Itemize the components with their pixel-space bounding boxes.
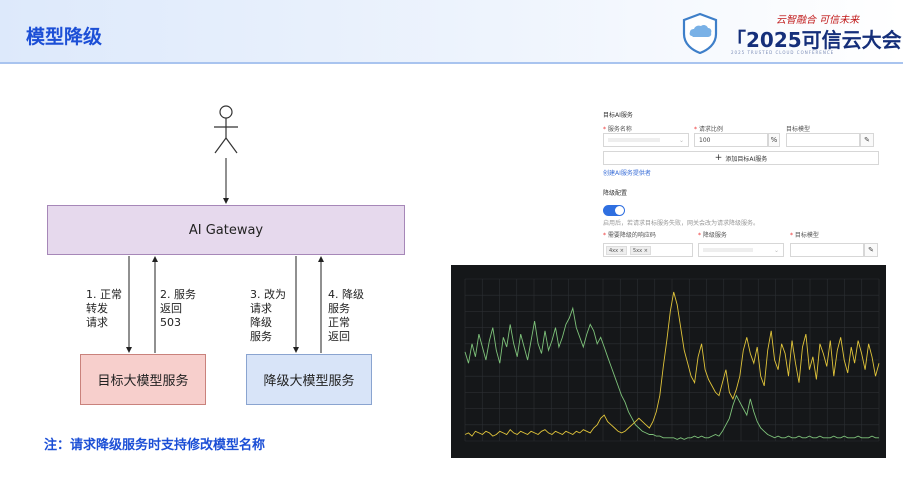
code-tag-4xx[interactable]: 4xx × <box>606 246 627 255</box>
ai-gateway-box: AI Gateway <box>47 205 405 255</box>
fallback-service-select[interactable]: ⌄ <box>698 243 784 257</box>
fallback-description: 启用后，若请求目标服务失败，网关会改为请求降级服务。 <box>603 220 760 227</box>
target-model-service-box: 目标大模型服务 <box>80 354 206 405</box>
slide-title: 模型降级 <box>26 26 103 48</box>
logo-subtitle: 2025 TRUSTED CLOUD CONFERENCE <box>731 50 835 55</box>
series-line-0 <box>464 306 879 440</box>
footnote: 注：请求降级服务时支持修改模型名称 <box>44 438 266 453</box>
percent-suffix: % <box>768 133 780 147</box>
service-name-label: * 服务名称 <box>603 126 632 133</box>
target-service-section-title: 目标AI服务 <box>603 112 633 119</box>
step-3-label: 3. 改为 请求 降级 服务 <box>250 288 286 343</box>
slide-header <box>0 0 903 64</box>
header-divider <box>0 62 903 64</box>
redacted-value <box>608 138 660 142</box>
fallback-model-input[interactable] <box>790 243 864 257</box>
edit-icon[interactable]: ✎ <box>864 243 878 257</box>
logo-main-text: 「2025可信云大会 <box>726 28 902 52</box>
edit-icon[interactable]: ✎ <box>860 133 874 147</box>
user-stick-figure-icon <box>214 105 238 154</box>
plus-icon: + <box>714 153 723 163</box>
service-name-select[interactable]: ⌄ <box>603 133 689 147</box>
fallback-model-service-box: 降级大模型服务 <box>246 354 372 405</box>
add-target-service-button[interactable]: + 添加目标AI服务 <box>603 151 879 165</box>
step-4-label: 4. 降级 服务 正常 返回 <box>328 288 364 343</box>
traffic-chart-panel <box>451 265 886 458</box>
gateway-label: AI Gateway <box>188 222 264 238</box>
redacted-value <box>703 248 753 252</box>
fallback-codes-label: * 需要降级的响应码 <box>603 232 656 239</box>
code-tag-5xx[interactable]: 5xx × <box>630 246 651 255</box>
request-ratio-input[interactable]: 100 <box>694 133 768 147</box>
cloud-shield-icon <box>682 12 718 54</box>
logo-slogan: 云智融合 可信未来 <box>776 15 860 26</box>
fallback-model-label: * 目标模型 <box>790 232 819 239</box>
fallback-section-title: 降级配置 <box>603 190 628 197</box>
series-line-1 <box>464 291 880 437</box>
diagram-connectors <box>126 105 324 353</box>
traffic-line-chart <box>464 278 880 442</box>
create-provider-link[interactable]: 创建AI服务提供者 <box>603 170 651 177</box>
chevron-down-icon: ⌄ <box>678 136 684 144</box>
chevron-down-icon: ⌄ <box>773 246 779 254</box>
target-label: 目标大模型服务 <box>97 374 189 389</box>
target-model-input[interactable] <box>786 133 860 147</box>
step-2-label: 2. 服务 返回 503 <box>160 288 196 329</box>
fallback-service-label: * 降级服务 <box>698 232 727 239</box>
step-1-label: 1. 正常 转发 请求 <box>86 288 122 329</box>
target-model-label: 目标模型 <box>786 126 811 133</box>
fallback-toggle[interactable] <box>603 205 625 216</box>
toggle-knob <box>615 206 624 215</box>
fallback-label: 降级大模型服务 <box>263 374 355 389</box>
request-ratio-label: * 请求比例 <box>694 126 723 133</box>
